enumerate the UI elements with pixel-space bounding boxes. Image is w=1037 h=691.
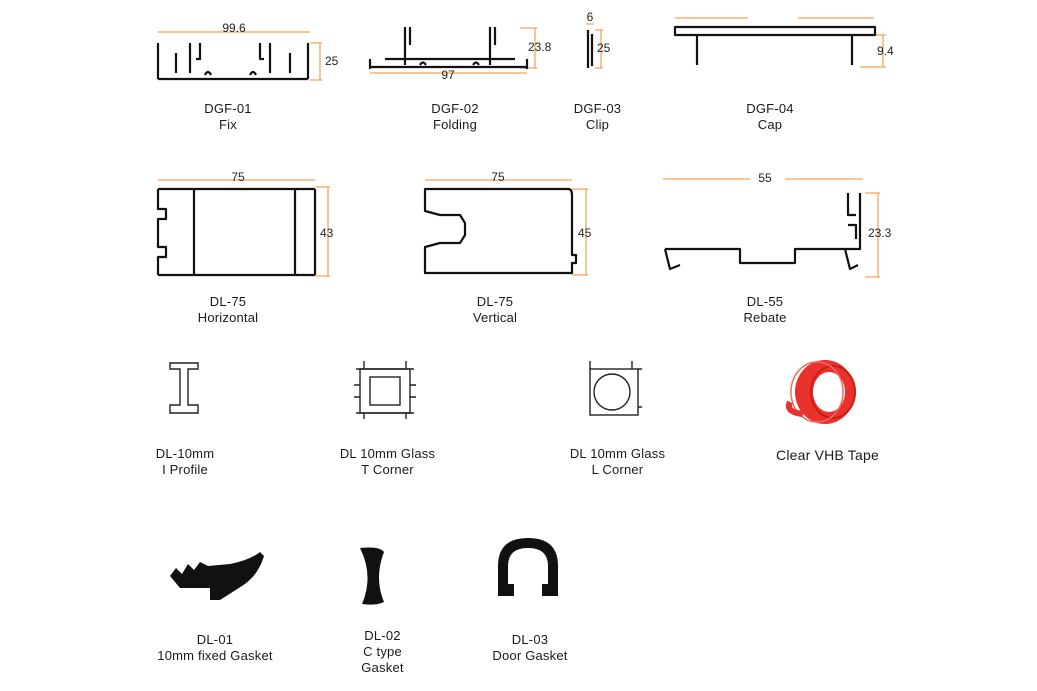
- dl-01-name: 10mm fixed Gasket: [157, 648, 273, 663]
- dl-03-gasket-drawing: [498, 538, 558, 596]
- dl-03-code: DL-03: [511, 632, 549, 647]
- dl-02-code: DL-02: [364, 628, 401, 643]
- vhb-tape-icon: [785, 360, 856, 424]
- l-corner-code: DL 10mm Glass: [569, 446, 666, 461]
- dl-55-height-label: 23.3: [868, 226, 892, 240]
- dl-75-vertical-height-label: 45: [578, 226, 592, 240]
- dgf-04-height-label: 9.4: [877, 44, 894, 58]
- t-corner-drawing: [354, 361, 416, 419]
- i-profile-drawing: [169, 362, 199, 414]
- product-dl-01: DL-01 10mm fixed Gasket: [150, 540, 290, 670]
- dgf-02-width-label: 97: [441, 68, 455, 82]
- t-corner-code: DL 10mm Glass: [339, 446, 436, 461]
- dgf-02-height-label: 23.8: [528, 40, 552, 54]
- dgf-04-code: DGF-04: [746, 101, 794, 116]
- dl-01-gasket-drawing: [170, 552, 264, 600]
- vhb-tape-name: Clear VHB Tape: [776, 447, 879, 463]
- dgf-04-profile-drawing: 9.4: [673, 17, 894, 68]
- dl-01-code: DL-01: [196, 632, 234, 647]
- dgf-04-name: Cap: [757, 117, 783, 132]
- dgf-03-name: Clip: [585, 117, 610, 132]
- product-dl-10mm-i-profile: DL-10mm I Profile: [140, 355, 230, 485]
- product-dl-75-vertical: 75 45 DL-75 Vertical: [420, 165, 610, 325]
- i-profile-code: DL-10mm: [155, 446, 215, 461]
- product-dl-03: DL-03 Door Gasket: [480, 528, 580, 673]
- dl-75-horizontal-width-label: 75: [231, 170, 245, 184]
- product-dgf-01: 99.6 25 DGF-01 Fix: [150, 15, 340, 132]
- dl-75-horizontal-profile-drawing: 75 43: [156, 170, 334, 277]
- dl-02-gasket-drawing: [360, 547, 384, 605]
- dl-75-vertical-profile-drawing: 75 45: [423, 170, 592, 276]
- dl-75-horizontal-code: DL-75: [209, 294, 247, 309]
- dgf-03-width-label: 6: [587, 10, 594, 24]
- dgf-03-height-label: 25: [597, 41, 611, 55]
- dl-03-name: Door Gasket: [492, 648, 568, 663]
- l-corner-name: L Corner: [591, 462, 644, 477]
- dl-55-profile-drawing: 55 23.3: [663, 171, 892, 278]
- product-t-corner: DL 10mm Glass T Corner: [330, 355, 445, 485]
- dgf-03-profile-drawing: 6 25: [586, 10, 611, 69]
- dgf-01-width-label: 99.6: [222, 21, 246, 35]
- l-corner-drawing: [589, 361, 642, 416]
- product-dgf-02: 23.8 97 DGF-02 Folding: [365, 15, 560, 132]
- dgf-01-profile-drawing: 99.6 25: [156, 21, 339, 81]
- product-dgf-04: 9.4 DGF-04 Cap: [670, 10, 900, 132]
- dgf-01-height-label: 25: [325, 54, 339, 68]
- product-dl-02: DL-02 C type Gasket: [340, 540, 430, 685]
- dl-02-name: C type: [363, 644, 402, 659]
- product-l-corner: DL 10mm Glass L Corner: [560, 355, 675, 485]
- dl-75-vertical-code: DL-75: [476, 294, 514, 309]
- dl-75-vertical-width-label: 75: [491, 170, 505, 184]
- dgf-01-code: DGF-01: [204, 101, 252, 116]
- dl-75-vertical-name: Vertical: [472, 310, 518, 325]
- dgf-02-name: Folding: [432, 117, 478, 132]
- i-profile-name: I Profile: [162, 462, 208, 477]
- dgf-02-profile-drawing: 23.8 97: [368, 27, 552, 82]
- dl-75-horizontal-height-label: 43: [320, 226, 334, 240]
- dgf-01-name: Fix: [219, 117, 237, 132]
- product-dgf-03: 6 25 DGF-03 Clip: [565, 8, 635, 132]
- dl-55-name: Rebate: [743, 310, 787, 325]
- dl-55-width-label: 55: [758, 171, 772, 185]
- dgf-02-code: DGF-02: [431, 101, 479, 116]
- product-vhb-tape: Clear VHB Tape: [765, 350, 890, 480]
- dl-02-name-2: Gasket: [361, 660, 404, 675]
- dgf-03-code: DGF-03: [573, 101, 622, 116]
- product-dl-55: 55 23.3 DL-55 Rebate: [660, 165, 900, 325]
- product-dl-75-horizontal: 75 43 DL-75 Horizontal: [150, 165, 350, 325]
- t-corner-name: T Corner: [361, 462, 414, 477]
- dl-75-horizontal-name: Horizontal: [197, 310, 259, 325]
- dl-55-code: DL-55: [746, 294, 784, 309]
